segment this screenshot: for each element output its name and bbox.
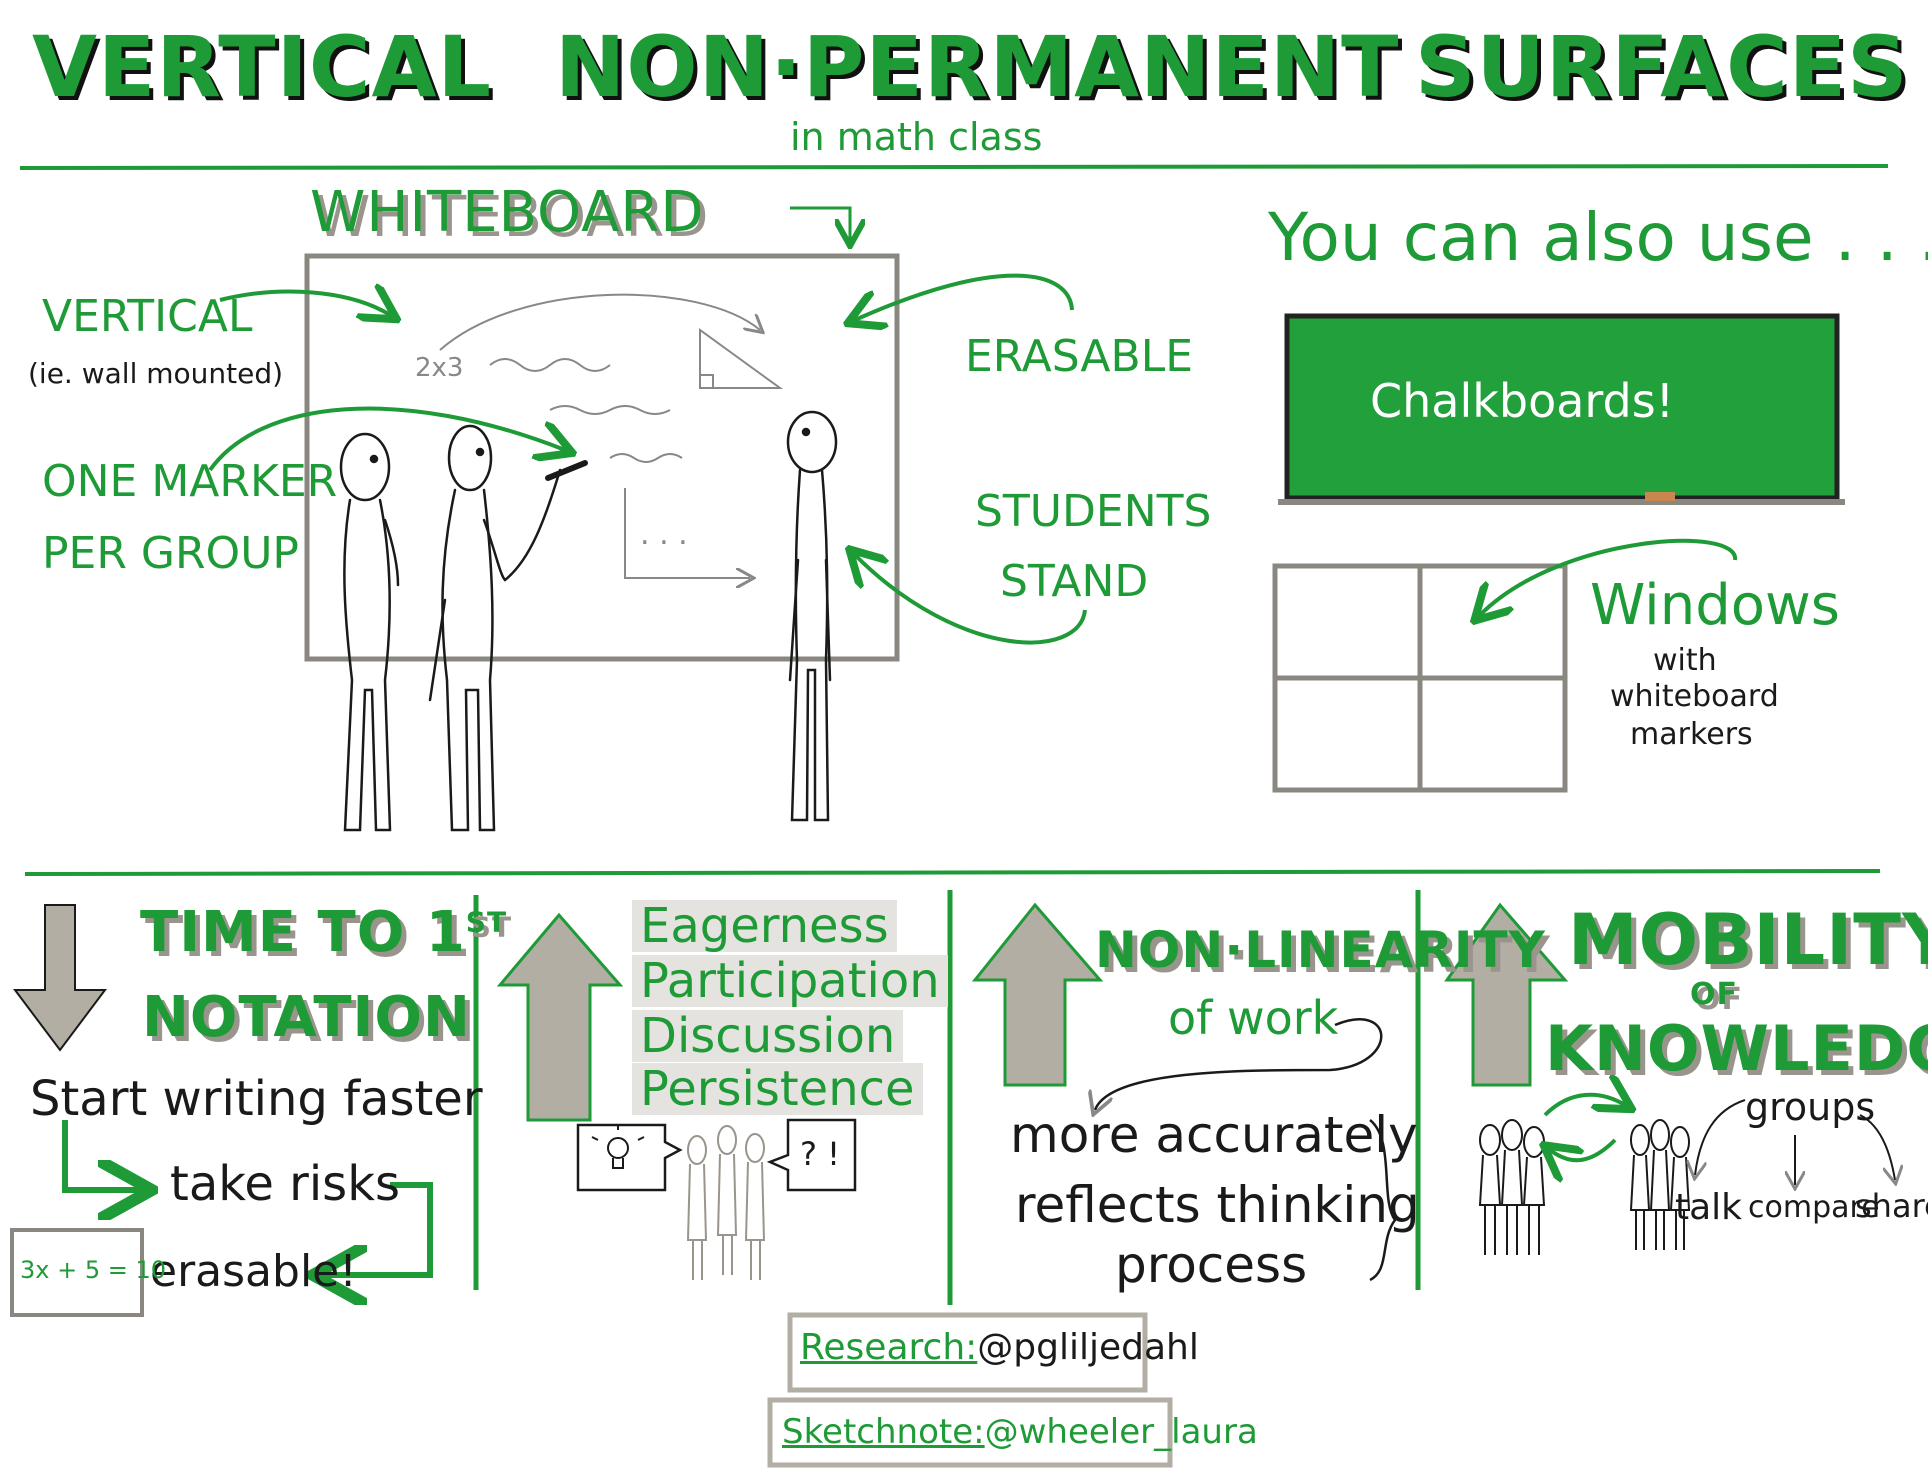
effect3-line-thinking: reflects thinking — [1015, 1176, 1420, 1234]
eraser-icon — [1645, 492, 1675, 501]
up-arrow-icon-mobility — [1444, 902, 1569, 1087]
board-squiggle-3 — [609, 453, 683, 463]
effect2-item-participation: Participation — [632, 955, 948, 1007]
effect1-line-faster: Start writing faster — [30, 1071, 483, 1127]
thinking-bracket — [1369, 1119, 1397, 1282]
window-pane-icon — [1272, 563, 1568, 793]
whiteboard-heading-arrow — [790, 206, 850, 240]
windows-title: Windows — [1590, 573, 1840, 638]
alternatives-heading: You can also use . . . — [1268, 199, 1928, 276]
whiteboard-frame — [304, 253, 900, 662]
action-talk: talk — [1675, 1187, 1743, 1228]
board-squiggle-2 — [549, 405, 671, 415]
research-credit-box — [787, 1312, 1148, 1393]
sketchnote-credit-box — [767, 1397, 1173, 1468]
sketch-handle: @wheeler_laura — [984, 1412, 1258, 1452]
board-squiggle-1 — [489, 358, 611, 372]
group-icon-right — [1629, 1119, 1691, 1250]
label-vertical-note: (ie. wall mounted) — [28, 357, 284, 390]
effect3-title: NON·LINEARITY — [1095, 921, 1546, 979]
board-note: 2x3 — [415, 353, 464, 383]
effect1-title-sup: ST — [465, 905, 508, 939]
effect3-line-accurately: more accurately — [1010, 1106, 1418, 1164]
research-handle: @pgliljedahl — [977, 1327, 1199, 1368]
action-share: share — [1855, 1187, 1928, 1225]
research-label: Research: — [800, 1327, 978, 1368]
sketch-label: Sketchnote: — [782, 1412, 985, 1452]
action-compare: compare — [1748, 1190, 1880, 1225]
chalkboard — [1284, 313, 1840, 501]
groups-label: groups — [1745, 1085, 1876, 1129]
windows-note-whiteboard: whiteboard — [1610, 679, 1779, 714]
group-swap-arrow-bottom — [1550, 1138, 1617, 1160]
students-stand-arrow — [855, 555, 1087, 645]
title-word-surfaces: SURFACES — [1415, 18, 1909, 116]
board-curve-arrow — [439, 293, 760, 351]
up-arrow-icon-nonlinearity — [971, 902, 1104, 1087]
effect1-line-erasable: erasable! — [150, 1246, 357, 1297]
effect2-item-eagerness: Eagerness — [632, 900, 897, 952]
up-arrow-icon-participation — [496, 912, 624, 1122]
effect4-title-of: OF — [1690, 977, 1738, 1012]
label-stand: STAND — [1000, 556, 1149, 607]
top-divider — [19, 164, 1889, 170]
label-erasable: ERASABLE — [965, 331, 1194, 382]
effect3-subtitle: of work — [1168, 991, 1339, 1045]
effect3-line-process: process — [1115, 1236, 1308, 1294]
groups-to-talk-arrow — [1695, 1099, 1746, 1175]
erasable-arrow — [855, 273, 1074, 320]
vertical-arrow — [219, 292, 390, 315]
research-credit: Research:@pgliljedahl — [800, 1330, 1199, 1366]
board-axes — [624, 488, 750, 578]
down-arrow-icon — [13, 904, 107, 1052]
windows-note-with: with — [1653, 643, 1717, 678]
label-one-marker: ONE MARKER — [42, 456, 338, 507]
label-per-group: PER GROUP — [42, 528, 299, 579]
effect4-title-mobility: MOBILITY — [1568, 899, 1928, 981]
groups-to-share-arrow — [1859, 1114, 1895, 1180]
lightbulb-icon — [591, 1124, 645, 1169]
student-figure-left — [339, 432, 400, 832]
student-group-icon — [686, 1125, 766, 1280]
board-dots: . . . — [640, 517, 688, 552]
risks-to-erasable-arrow — [325, 1182, 433, 1275]
effect1-title-line2: NOTATION — [142, 985, 471, 1050]
effect4-title-knowledge: KNOWLEDGE — [1545, 1012, 1928, 1085]
sketchnote-credit: Sketchnote:@wheeler_laura — [782, 1415, 1258, 1449]
effect2-item-persistence: Persistence — [632, 1063, 923, 1115]
windows-note-markers: markers — [1630, 717, 1753, 752]
subtitle: in math class — [790, 115, 1043, 159]
middle-divider — [24, 869, 1881, 876]
effect2-item-discussion: Discussion — [632, 1010, 904, 1062]
windows-arrow — [1480, 538, 1737, 615]
equation-box — [10, 1228, 144, 1317]
faster-to-risks-arrow — [62, 1120, 140, 1190]
group-icon-left — [1478, 1119, 1546, 1255]
label-vertical: VERTICAL — [42, 291, 253, 342]
student-figure-right — [786, 410, 838, 822]
question-bubble-text: ? ! — [800, 1135, 840, 1173]
effect1-line-risks: take risks — [170, 1156, 400, 1212]
nonlinearity-loop-arrow — [1095, 1018, 1383, 1110]
whiteboard-heading: WHITEBOARD — [310, 180, 705, 245]
label-students: STUDENTS — [975, 486, 1212, 537]
student-figure-middle — [428, 424, 588, 832]
idea-speech-bubble — [576, 1123, 683, 1192]
marker-arrow — [208, 406, 565, 472]
effect1-title-line1: TIME TO 1ST — [140, 900, 508, 965]
title-word-vertical: VERTICAL — [32, 18, 493, 116]
board-triangle-icon — [699, 328, 784, 389]
question-speech-bubble — [766, 1118, 857, 1192]
group-swap-arrow-top — [1543, 1095, 1625, 1117]
chalkboard-text: Chalkboards! — [1370, 374, 1675, 428]
title-word-non-permanent: NON·PERMANENT — [555, 18, 1400, 116]
equation-text: 3x + 5 = 10 — [20, 1256, 167, 1284]
